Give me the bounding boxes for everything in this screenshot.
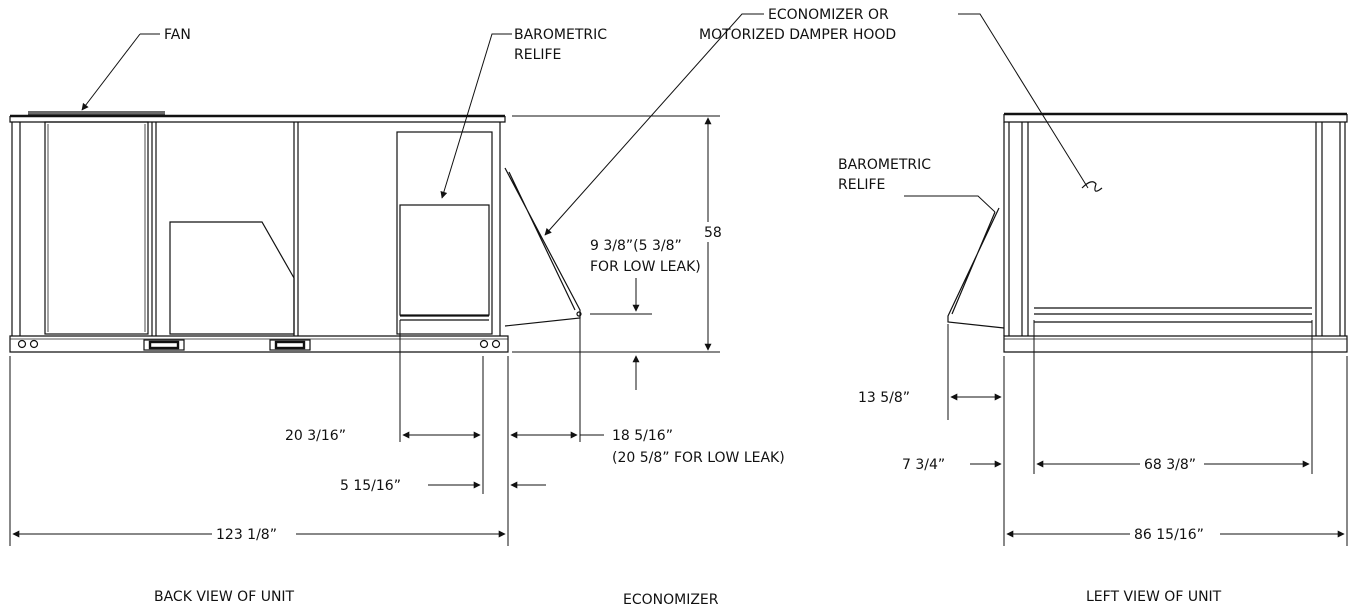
hood-leader-back [544,13,764,236]
fan-label-bg [160,24,200,42]
back-view-unit [9,111,582,353]
back-length-label-bg [212,525,296,543]
left-width-label: 86 15/16” [1134,527,1204,543]
left-view-unit [947,112,1348,353]
hood-label-line1: ECONOMIZER OR [768,7,889,23]
fork-slot-1 [143,339,185,351]
left-cabinet-posts [1021,122,1323,336]
fork-slot-2 [269,339,311,351]
economizer-caption: ECONOMIZER [623,592,719,608]
relief-width-label: 20 3/16” [285,428,346,444]
captions: BACK VIEW OF UNIT ECONOMIZER LEFT VIEW O… [154,589,1222,608]
dimension-labels: 58 9 3/8”(5 3/8” FOR LOW LEAK) 20 3/16” … [212,222,1220,543]
relief-label-line2: RELIFE [514,47,561,63]
relief-edge-label: 5 15/16” [340,478,401,494]
fan-leader [81,33,141,111]
barometric-relief-damper [399,204,490,316]
back-ext-lines [9,318,581,546]
height-label: 58 [704,225,722,241]
left-width-label-bg [1130,525,1220,543]
back-base-rail [9,335,509,353]
back-view-caption: BACK VIEW OF UNIT [154,589,295,605]
relief-label-line1: BAROMETRIC [514,27,607,43]
barometric-relief-bottom [400,315,489,321]
left-top-cap-edge [1003,114,1348,123]
hood-bolt [576,311,582,317]
left-cabinet-sides [1003,122,1346,336]
hood-offset-label-2: (20 5/8” FOR LOW LEAK) [612,450,785,466]
fork-slot-1-inner [148,340,180,350]
hood-proj-label-1: 9 3/8”(5 3/8” [590,238,682,254]
left-relief-leader [904,195,996,213]
back-top-cap-edge [9,116,506,123]
back-fan-door [44,121,149,335]
left-opening-label: 68 3/8” [1144,457,1196,473]
lift-hole-1 [17,339,27,349]
dimension-lines [9,115,1348,546]
left-relief-label-line1: BAROMETRIC [838,157,931,173]
hood-proj-label-2: FOR LOW LEAK) [590,259,701,275]
fan-top [28,111,165,115]
left-ext-lines [947,320,1348,546]
lift-hole-3 [479,339,489,349]
left-relief-label-line2: RELIFE [838,177,885,193]
lift-hole-2 [29,339,39,349]
left-edge-label: 7 3/4” [902,457,945,473]
height-label-bg [702,222,724,242]
left-base-rail [1003,335,1348,353]
economizer-hood [504,167,581,327]
hood-leader-left [958,13,1089,189]
left-view-caption: LEFT VIEW OF UNIT [1086,589,1222,605]
height-ext [512,115,720,353]
fork-slot-2-inner [274,340,306,350]
labels: FAN BAROMETRIC RELIFE ECONOMIZER OR MOTO… [160,7,931,193]
relief-leader [440,33,512,199]
hood-offset-label-1: 18 5/16” [612,428,673,444]
back-divider-1 [151,122,157,336]
fan-label: FAN [164,27,191,43]
back-access-panel [169,221,295,335]
hood-label-line2: MOTORIZED DAMPER HOOD [699,27,896,43]
leaders [81,13,1089,236]
barometric-relief-frame [396,131,493,335]
left-relief-hood [947,207,1005,329]
back-cabinet-sides [11,122,501,336]
back-length-label: 123 1/8” [216,527,277,543]
back-fan-door-inner [47,124,146,332]
hood-mark [1081,181,1103,192]
left-hood-depth-label: 13 5/8” [858,390,910,406]
left-filter-rack [1034,307,1312,323]
lift-hole-4 [491,339,501,349]
left-opening-label-bg [1140,455,1204,473]
